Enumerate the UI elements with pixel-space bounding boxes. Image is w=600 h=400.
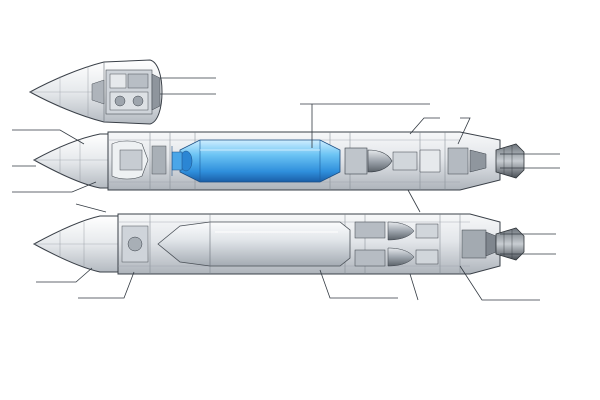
- leader-line: [409, 117, 440, 135]
- nose-fairing: [28, 59, 163, 125]
- callout-leaders: [12, 77, 560, 301]
- leader-line: [300, 103, 430, 148]
- upper-stage: [32, 131, 525, 191]
- first-stage-engines: [354, 221, 497, 267]
- first-stage: [32, 213, 525, 275]
- leader-line: [459, 265, 540, 301]
- blue-propellant-tank: [171, 139, 341, 183]
- leader-line: [12, 129, 85, 145]
- leader-line: [457, 117, 471, 145]
- upper-engine: [344, 147, 487, 175]
- leader-line: [78, 271, 135, 299]
- upper-nozzle: [495, 143, 525, 179]
- first-stage-nozzle: [495, 227, 525, 261]
- leader-line: [36, 267, 93, 283]
- leader-line: [409, 273, 419, 301]
- leader-line: [319, 269, 398, 299]
- leader-line: [12, 181, 97, 193]
- leader-line: [75, 203, 107, 213]
- payload-module: [91, 69, 161, 115]
- leader-line: [407, 189, 421, 213]
- upper-payload: [111, 140, 167, 180]
- grey-propellant-tank: [157, 221, 351, 267]
